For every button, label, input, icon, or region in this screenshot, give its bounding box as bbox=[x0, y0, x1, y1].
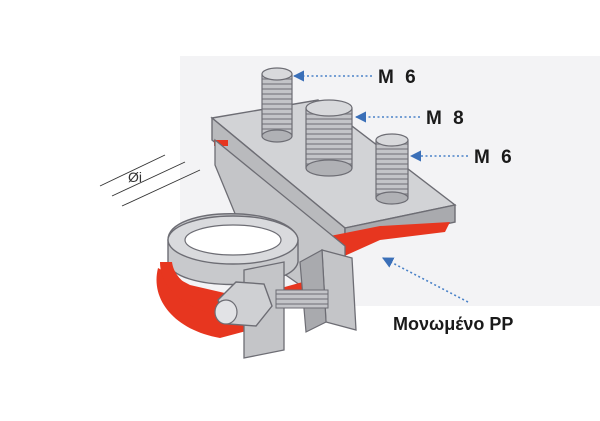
label-m6-right: M 6 bbox=[474, 147, 515, 168]
diameter-dimension: Øi bbox=[99, 154, 201, 207]
clamp-ring bbox=[167, 213, 299, 286]
insulation-under-plate bbox=[330, 222, 450, 258]
label-m6-top: M 6 bbox=[378, 67, 419, 88]
stud-m6-left bbox=[261, 67, 293, 143]
label-insulation: Μονωμένο PP bbox=[393, 314, 513, 334]
plate-slot bbox=[214, 140, 228, 146]
diameter-label: Øi bbox=[128, 169, 142, 185]
clamp-bolt bbox=[275, 289, 329, 309]
hex-nut bbox=[214, 281, 273, 327]
stud-m6-right bbox=[375, 133, 409, 205]
label-m8: M 8 bbox=[426, 108, 467, 129]
stud-m8 bbox=[305, 99, 353, 177]
